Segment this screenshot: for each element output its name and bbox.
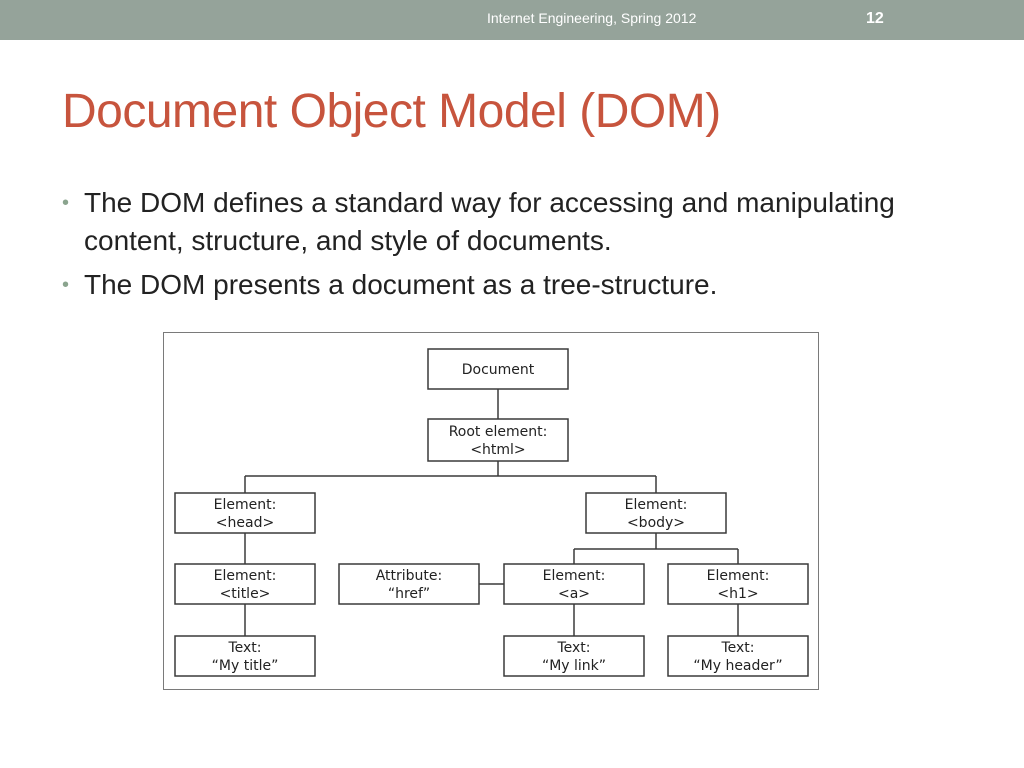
node-root-element: Root element: <html> xyxy=(427,418,569,462)
slide-number: 12 xyxy=(866,10,884,27)
bullet-item: • The DOM defines a standard way for acc… xyxy=(62,184,962,260)
node-a-tag: <a> xyxy=(558,586,590,602)
node-title-tag: <title> xyxy=(220,586,271,602)
bullet-text: The DOM presents a document as a tree-st… xyxy=(84,269,718,300)
bullet-icon: • xyxy=(62,192,70,214)
bullet-list: • The DOM defines a standard way for acc… xyxy=(62,184,962,310)
node-text-link: Text: “My link” xyxy=(503,635,645,677)
node-header-text-label: Text: xyxy=(720,640,754,656)
node-head-tag: <head> xyxy=(216,515,274,531)
node-h1-tag: <h1> xyxy=(717,586,758,602)
node-head-label: Element: xyxy=(214,497,277,513)
node-element-body: Element: <body> xyxy=(585,492,727,534)
node-element-head: Element: <head> xyxy=(174,492,316,534)
node-title-text-label: Text: xyxy=(227,640,261,656)
node-document-label: Document xyxy=(462,362,535,378)
node-header-text-value: “My header” xyxy=(693,658,782,674)
node-title-text-value: “My title” xyxy=(212,658,279,674)
node-attribute-href: Attribute: “href” xyxy=(338,563,480,605)
node-element-a: Element: <a> xyxy=(503,563,645,605)
node-root-tag: <html> xyxy=(470,442,525,458)
slide-title: Document Object Model (DOM) xyxy=(62,85,721,138)
node-text-header: Text: “My header” xyxy=(667,635,809,677)
bullet-icon: • xyxy=(62,274,70,296)
node-link-text-value: “My link” xyxy=(542,658,606,674)
node-document: Document xyxy=(427,348,569,390)
node-attribute-label: Attribute: xyxy=(376,568,443,584)
course-label: Internet Engineering, Spring 2012 xyxy=(487,10,697,26)
node-text-title: Text: “My title” xyxy=(174,635,316,677)
node-a-label: Element: xyxy=(543,568,606,584)
node-element-title: Element: <title> xyxy=(174,563,316,605)
dom-tree-svg: Document Root element: <html> Element: <… xyxy=(174,348,809,677)
node-body-label: Element: xyxy=(625,497,688,513)
node-title-label: Element: xyxy=(214,568,277,584)
node-element-h1: Element: <h1> xyxy=(667,563,809,605)
dom-tree-diagram: Document Root element: <html> Element: <… xyxy=(163,332,819,690)
bullet-item: • The DOM presents a document as a tree-… xyxy=(62,266,962,304)
node-link-text-label: Text: xyxy=(556,640,590,656)
bullet-text: The DOM defines a standard way for acces… xyxy=(84,187,895,256)
node-root-label: Root element: xyxy=(449,424,548,440)
node-h1-label: Element: xyxy=(707,568,770,584)
top-bar: Internet Engineering, Spring 2012 12 xyxy=(0,0,1024,40)
node-attribute-value: “href” xyxy=(388,586,430,602)
node-body-tag: <body> xyxy=(627,515,685,531)
